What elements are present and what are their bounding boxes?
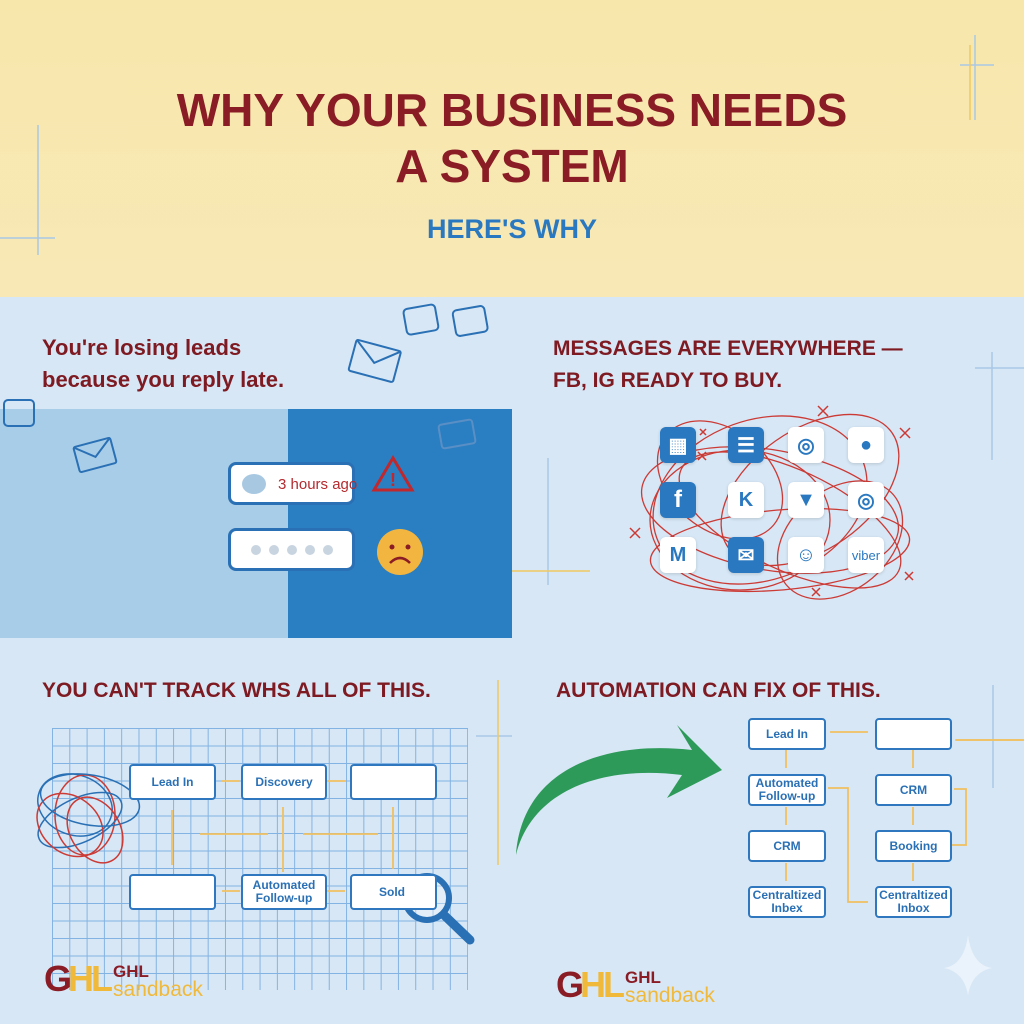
tangle-scribble: [36, 773, 141, 864]
gmail-icon: M: [660, 537, 696, 573]
calendar-icon: [3, 399, 35, 427]
instagram-icon: ◎: [848, 482, 884, 518]
kc-app-icon: K: [728, 482, 764, 518]
email-icon: ✉: [728, 537, 764, 573]
chat-icon: ●: [848, 427, 884, 463]
flow-box-empty: [875, 718, 952, 750]
funnel-icon: ▼: [788, 482, 824, 518]
subtitle: HERE'S WHY: [427, 214, 597, 244]
instagram-icon: ◎: [788, 427, 824, 463]
flow-box-centralized-inbox: Centraltized Inbex: [748, 886, 826, 918]
calendar-icon: [402, 303, 440, 336]
envelope-icon: [72, 436, 118, 474]
flow-box-empty: [129, 874, 216, 910]
calendar-icon: [451, 305, 489, 337]
panel1-light-block: [0, 409, 288, 638]
panel3-headline: YOU CAN'T TRACK WHS ALL OF THIS.: [42, 679, 431, 702]
flow-box-centralized-inbox: Centraltized Inbox: [875, 886, 952, 918]
flow-box-discovery: Discovery: [241, 764, 327, 800]
green-arrow-icon: [516, 725, 722, 855]
svg-text:!: !: [390, 470, 396, 490]
logo-line2: sandback: [113, 978, 203, 1001]
sparkle-icon: [944, 935, 992, 995]
flow-box-automated-follow-up: Automated Follow-up: [748, 774, 826, 806]
panel4-headline: AUTOMATION CAN FIX OF THIS.: [556, 679, 881, 702]
panel1-headline-line2: because you reply late.: [42, 367, 285, 392]
x-marks: [629, 405, 914, 597]
panel2-headline-line2: FB, IG READY TO BUY.: [553, 369, 783, 392]
panel1-icons: !: [3, 303, 489, 575]
typing-bubble: [228, 528, 355, 571]
flow-box-crm: CRM: [748, 830, 826, 862]
panel2-headline-line1: MESSAGES ARE EVERYWHERE —: [553, 337, 903, 360]
logo-line2: sandback: [625, 984, 715, 1007]
sad-face-icon: [377, 529, 423, 575]
robot-icon: ☺: [788, 537, 824, 573]
flow-box-lead-in: Lead In: [748, 718, 826, 750]
panel4-drawings: [516, 725, 1024, 903]
flow-box-sold: Sold: [350, 874, 437, 910]
page-title-line2: A SYSTEM: [395, 140, 629, 192]
warning-icon: [371, 455, 415, 492]
logo-line1: GHL: [625, 968, 661, 987]
flow-box-automated-follow-up: Automated Follow-up: [241, 874, 327, 910]
panel1-dark-block: [288, 409, 512, 638]
calendar-app-icon: ▦: [660, 427, 696, 463]
logo-line1: GHL: [113, 962, 149, 981]
viber-icon: viber: [848, 537, 884, 573]
flow-box-lead-in: Lead In: [129, 764, 216, 800]
connector-arrows: [785, 731, 1024, 903]
printer-icon: [437, 418, 477, 450]
header-band: [0, 0, 1024, 297]
chat-icon: [242, 474, 266, 494]
facebook-icon: f: [660, 482, 696, 518]
flow-box-empty: [350, 764, 437, 800]
panel1-headline: You're losing leads because you reply lat…: [42, 332, 284, 396]
panel1-headline-line1: You're losing leads: [42, 335, 242, 360]
reply-time: 3 hours ago: [278, 476, 358, 493]
message-bubble-late: 3 hours ago: [228, 462, 358, 505]
panel2-headline: MESSAGES ARE EVERYWHERE — FB, IG READY TO…: [553, 333, 903, 397]
database-icon: ☰: [728, 427, 764, 463]
envelope-icon: [347, 338, 402, 383]
flow-box-crm: CRM: [875, 774, 952, 806]
connector-arrows: [171, 780, 394, 892]
flow-box-booking: Booking: [875, 830, 952, 862]
page-title-line1: WHY YOUR BUSINESS NEEDS: [176, 84, 848, 136]
